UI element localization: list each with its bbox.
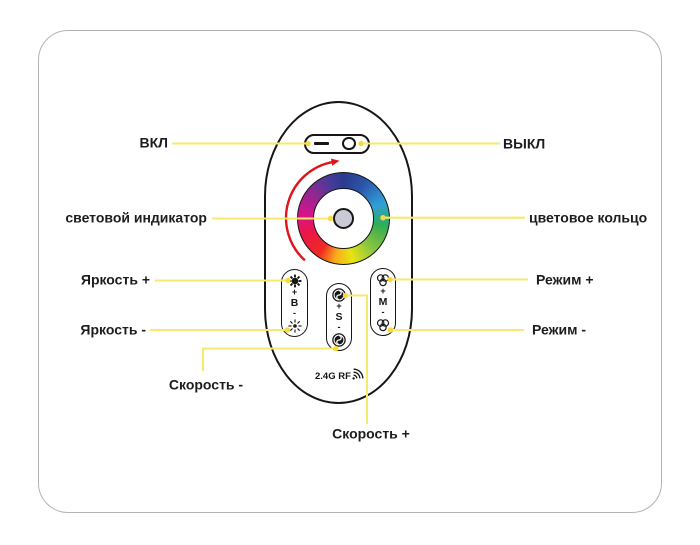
line-speed-plus bbox=[345, 294, 369, 424]
label-mode-plus: Режим + bbox=[536, 271, 594, 287]
mode-plus-sign: + bbox=[380, 286, 386, 297]
brightness-letter: B bbox=[290, 297, 299, 309]
rf-label: 2.4G RF bbox=[315, 368, 364, 383]
wifi-icon bbox=[352, 368, 364, 380]
power-on-dash-icon bbox=[314, 142, 329, 146]
label-speed-plus: Скорость + bbox=[332, 425, 410, 442]
brightness-plus-sign: + bbox=[291, 287, 298, 298]
mode-minus-sign: - bbox=[381, 306, 385, 317]
power-button bbox=[304, 134, 370, 154]
label-off: ВЫКЛ bbox=[503, 135, 546, 151]
light-indicator bbox=[332, 207, 354, 229]
color-wheel-inner bbox=[312, 187, 374, 249]
rf-text: 2.4G RF bbox=[315, 371, 351, 382]
label-speed-minus: Скорость - bbox=[168, 376, 244, 393]
label-on: ВКЛ bbox=[139, 134, 168, 151]
brightness-minus-sign: - bbox=[293, 307, 296, 318]
label-color-ring: цветовое кольцо bbox=[529, 209, 648, 225]
speed-swirl-icon bbox=[332, 332, 346, 347]
label-brightness-minus: Яркость - bbox=[80, 321, 146, 338]
label-mode-minus: Режим - bbox=[532, 321, 587, 338]
speed-letter: S bbox=[335, 311, 343, 323]
rgb-circles-icon bbox=[376, 318, 390, 331]
speed-swirl-icon bbox=[332, 287, 346, 302]
power-off-circle-icon bbox=[342, 136, 356, 151]
callout-dots bbox=[284, 140, 394, 352]
curved-arrow-head-icon bbox=[331, 158, 340, 166]
callout-lines bbox=[150, 142, 528, 424]
speed-plus-sign: + bbox=[336, 301, 342, 312]
mode-letter: M bbox=[378, 296, 388, 308]
curved-arrow-icon bbox=[284, 160, 334, 262]
rgb-circles-icon bbox=[376, 273, 390, 286]
speed-minus-sign: - bbox=[337, 321, 341, 332]
line-speed-minus bbox=[201, 347, 336, 371]
label-brightness-plus: Яркость + bbox=[80, 271, 150, 288]
label-light-indicator: световой индикатор bbox=[65, 209, 207, 226]
